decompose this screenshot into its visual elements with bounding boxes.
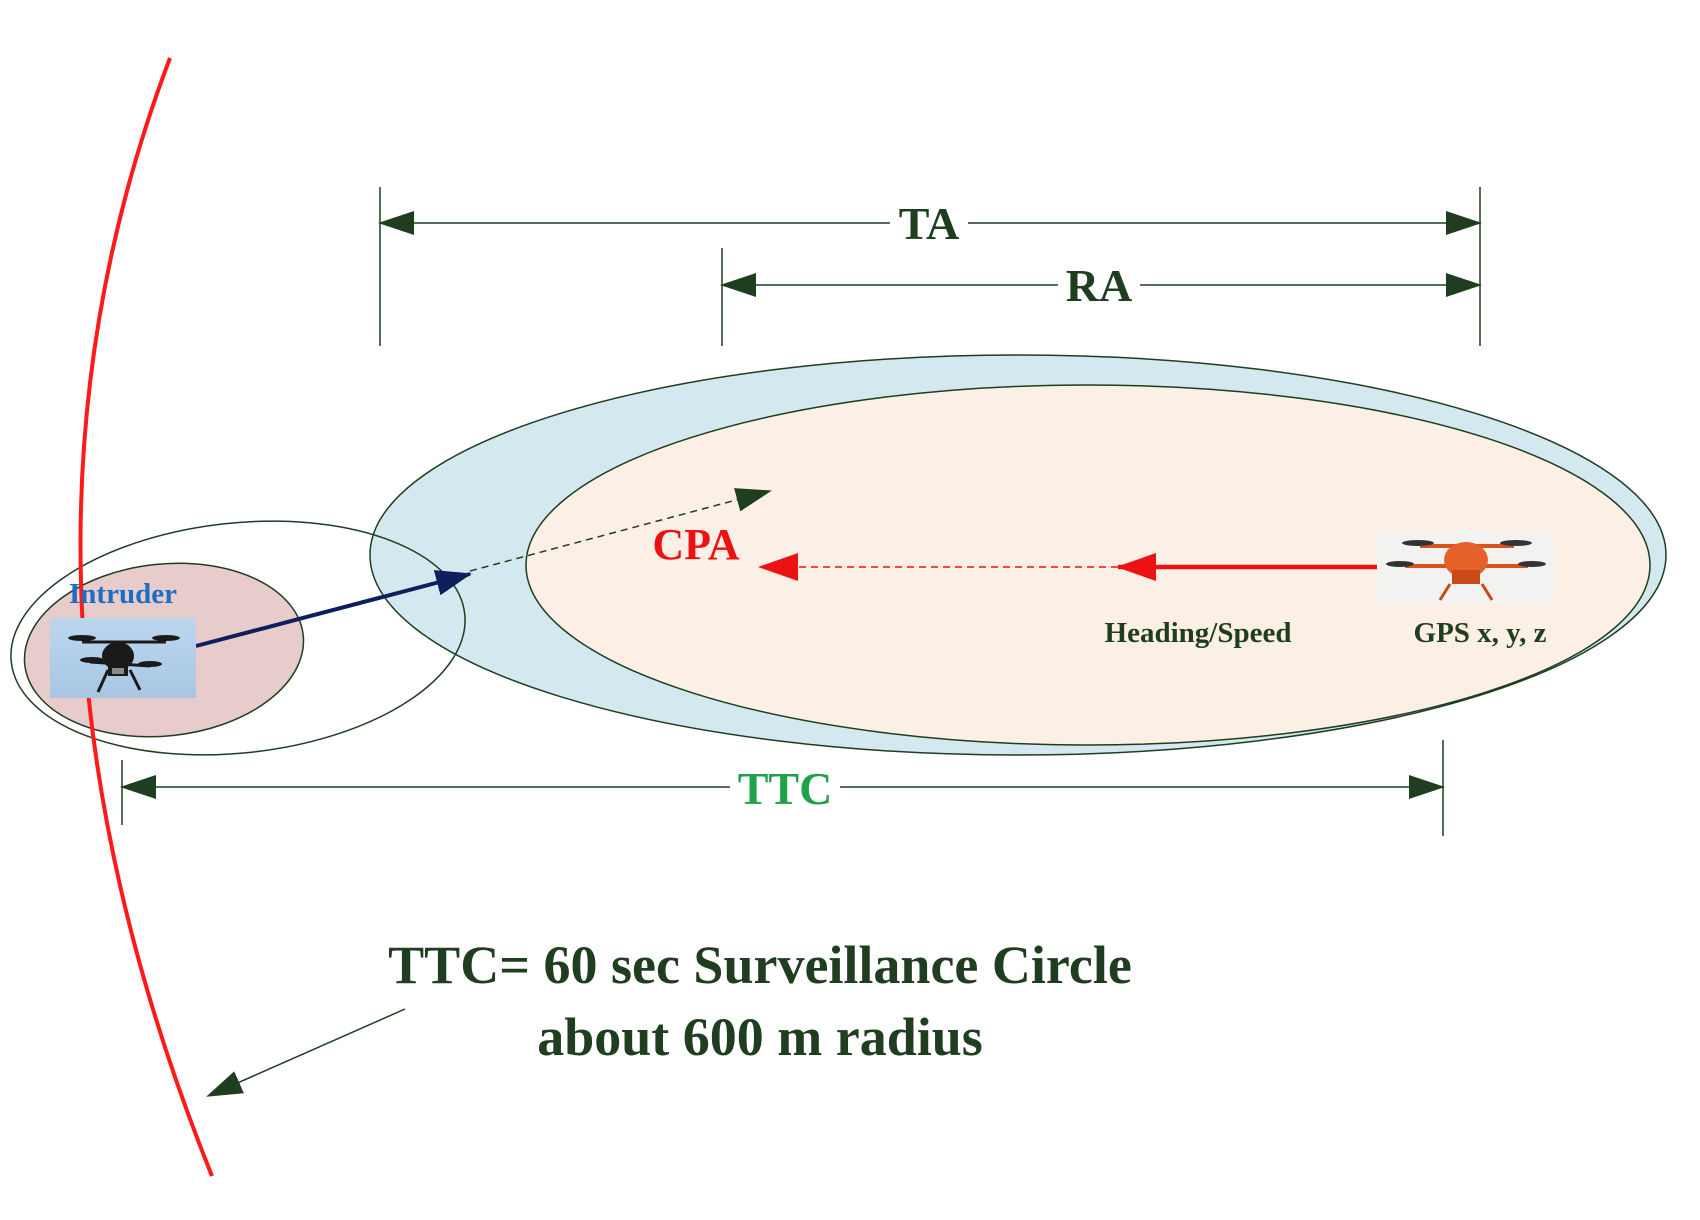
intruder-projected-path-dashed-arrow xyxy=(469,488,772,572)
ta-label-background xyxy=(890,196,968,246)
zones xyxy=(10,354,1667,756)
gps-label: GPS x, y, z xyxy=(1414,617,1547,649)
cpa-label: CPA xyxy=(652,520,739,569)
ta-dimension: TA xyxy=(378,187,1482,346)
ttc-label: TTC xyxy=(738,763,833,814)
intruder-label: Intruder xyxy=(69,578,177,610)
ra-label-background xyxy=(1058,258,1140,308)
caption-line-1: TTC= 60 sec Surveillance Circle xyxy=(388,935,1132,995)
surveillance-circle-arc xyxy=(78,57,214,1177)
caption-line-2: about 600 m radius xyxy=(537,1007,983,1067)
ra-zone-ellipse xyxy=(525,384,1651,746)
intruder-zone-outer-ellipse xyxy=(10,520,466,756)
intruder-velocity-arrow xyxy=(195,570,472,648)
ta-label: TA xyxy=(899,198,960,249)
ttc-label-background xyxy=(730,760,840,812)
quadcopter-drone-icon xyxy=(50,618,196,698)
ttc-dimension: TTC xyxy=(120,740,1445,836)
orange-hexacopter-drone-icon xyxy=(1377,531,1554,603)
caption-pointer-arrow xyxy=(206,1008,406,1097)
ra-label: RA xyxy=(1066,260,1132,311)
ra-dimension: RA xyxy=(720,248,1482,346)
heading-speed-label: Heading/Speed xyxy=(1105,617,1292,649)
